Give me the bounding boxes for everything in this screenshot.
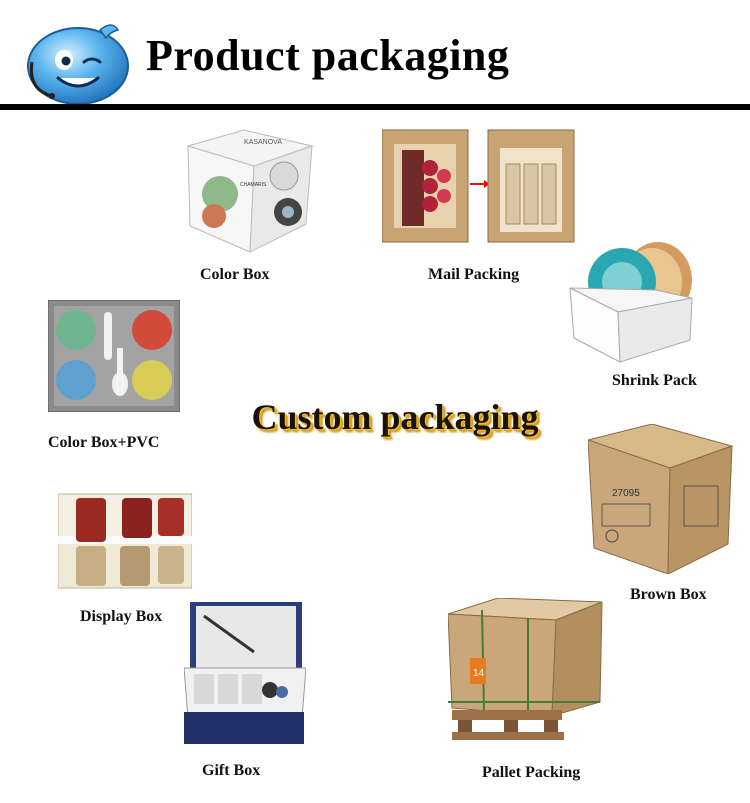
brown-box-item: 27095 Brown Box [588,424,734,603]
brown-box-caption: Brown Box [630,586,707,603]
pallet-label-number: 14 [473,668,485,679]
shrink-pack-item: Shrink Pack [566,240,698,389]
color-box-item: KASANOVA CHAMARIS Color Box [184,124,314,283]
page-title: Product packaging [146,31,510,80]
header: Product packaging [0,0,750,112]
display-box-image [58,493,192,589]
header-divider [0,104,750,110]
display-box-caption: Display Box [80,608,163,625]
gift-box-image [184,602,306,744]
shrink-pack-image [569,242,693,363]
brown-box-image: 27095 [588,424,734,574]
color-box-pvc-image [48,300,180,412]
brown-box-code-text: 27095 [612,488,640,499]
mail-packing-caption: Mail Packing [428,266,520,283]
color-box-pvc-item: Color Box+PVC [48,300,180,451]
color-box-sub-text: CHAMARIS [240,182,267,188]
mascot-icon [27,24,129,105]
mail-packing-image [382,129,575,243]
pallet-packing-image: 14 [448,598,603,740]
color-box-caption: Color Box [200,266,270,283]
mail-packing-item: Mail Packing [382,128,576,283]
gift-box-caption: Gift Box [202,762,261,779]
gift-box-item: Gift Box [184,602,306,779]
display-box-item: Display Box [58,492,192,625]
shrink-pack-caption: Shrink Pack [612,372,697,389]
pallet-packing-item: 14 Pallet Packing [448,598,604,781]
color-box-image: KASANOVA CHAMARIS [186,129,314,253]
color-box-pvc-caption: Color Box+PVC [48,434,160,451]
pallet-packing-caption: Pallet Packing [482,764,581,781]
custom-packaging-title: Custom packaging [251,397,539,437]
color-box-brand-text: KASANOVA [244,139,282,146]
